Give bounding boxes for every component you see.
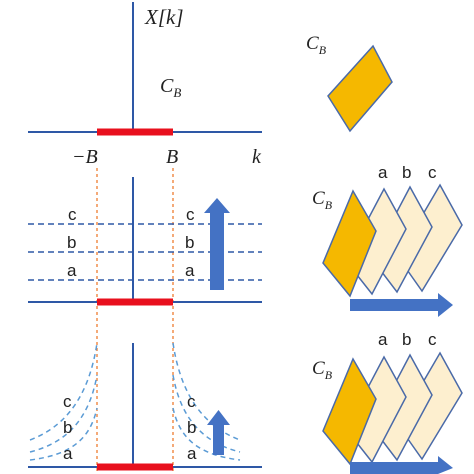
middle-level-panel: c b a c b a xyxy=(28,177,262,306)
level-a-left-curve-label: a xyxy=(63,444,73,463)
center-band-label: CB xyxy=(160,75,181,100)
cb-mid-label: CB xyxy=(312,188,333,212)
stack-bottom-label-b: b xyxy=(402,330,411,349)
top-spectrum-panel: X[k] CB −B B k xyxy=(28,2,262,168)
level-a-left-label: a xyxy=(67,261,77,280)
stack-mid-label-a: a xyxy=(378,163,388,182)
level-b-right-label: b xyxy=(185,233,194,252)
y-axis-label: X[k] xyxy=(144,5,184,29)
level-c-right-label: c xyxy=(186,205,195,224)
level-a-right-label: a xyxy=(185,261,195,280)
level-c-right-curve-label: c xyxy=(187,392,196,411)
level-a-right-curve xyxy=(172,407,241,461)
level-c-left-curve-label: c xyxy=(63,392,72,411)
level-c-left-curve xyxy=(29,342,98,441)
cb-bottom-label: CB xyxy=(312,358,333,382)
up-arrow-large xyxy=(204,198,230,290)
rhombus-cb-mid xyxy=(322,189,377,298)
stack-mid-label-c: c xyxy=(428,163,437,182)
bottom-level-panel: c b a c b a xyxy=(28,342,262,471)
cb-main-label: CB xyxy=(306,33,327,57)
level-c-left-label: c xyxy=(68,205,77,224)
up-arrow-small xyxy=(207,410,230,455)
neg-band-label: −B xyxy=(72,146,98,168)
level-b-right-curve-label: b xyxy=(187,418,196,437)
pos-band-label: B xyxy=(166,146,178,168)
level-a-right-curve-label: a xyxy=(187,444,197,463)
level-b-left-curve-label: b xyxy=(63,418,72,437)
level-b-left-curve xyxy=(29,374,98,453)
level-b-right-curve xyxy=(172,374,241,453)
stacked-rhombi-middle: CB a b c xyxy=(312,163,463,317)
level-c-right-curve xyxy=(172,342,241,441)
single-rhombus-group: CB xyxy=(306,33,393,133)
x-axis-label: k xyxy=(252,146,262,168)
level-a-left-curve xyxy=(29,407,98,461)
right-arrow-mid xyxy=(350,293,453,317)
stack-bottom-label-c: c xyxy=(428,330,437,349)
stack-mid-label-b: b xyxy=(402,163,411,182)
stack-bottom-label-a: a xyxy=(378,330,388,349)
cb-rhombus xyxy=(327,44,393,133)
stacked-rhombi-bottom: CB a b c xyxy=(312,330,463,474)
level-b-left-label: b xyxy=(67,233,76,252)
right-arrow-bottom xyxy=(350,456,453,474)
